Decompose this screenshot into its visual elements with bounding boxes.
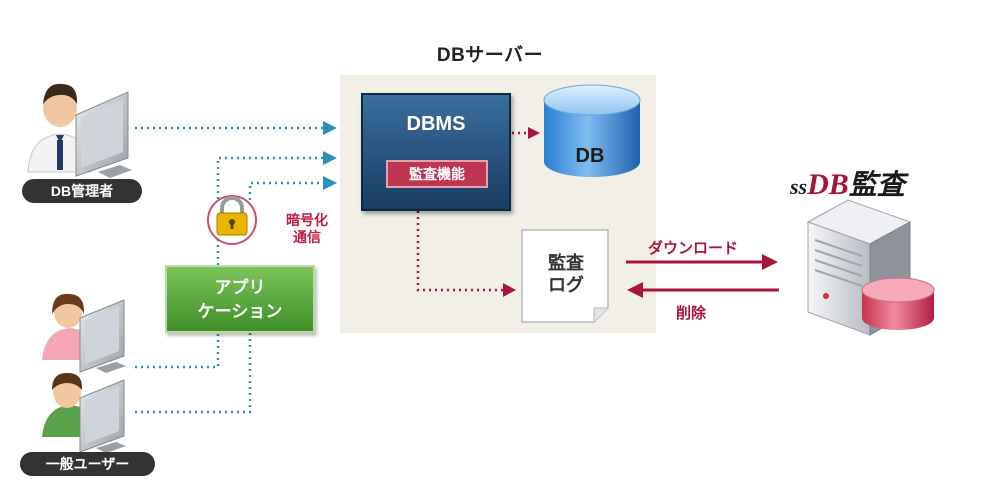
download-label: ダウンロード <box>648 240 739 257</box>
brand-ss: ss <box>790 174 808 199</box>
dbms-to-log-line <box>416 211 505 292</box>
user-male-monitor-icon <box>79 379 126 453</box>
audit-log-line1: 監査 <box>548 253 584 273</box>
audit-function-badge: 監査機能 <box>386 160 488 188</box>
audit-log-document-icon <box>521 229 609 323</box>
delete-arrowhead <box>627 282 643 298</box>
brand-db: DB <box>807 168 849 201</box>
download-arrowhead <box>762 254 778 270</box>
user-connection-lines <box>135 333 252 414</box>
encrypted-communication-label: 暗号化 通信 <box>282 212 332 246</box>
db-admin-label: DB管理者 <box>22 179 142 203</box>
dbms-label: DBMS <box>406 113 466 135</box>
encrypted-line2: 通信 <box>293 229 321 245</box>
arrowhead-admin <box>323 121 337 135</box>
arrowhead-dbms-log <box>503 283 516 297</box>
database-label: DB <box>575 145 605 167</box>
encrypted-line1: 暗号化 <box>286 212 328 228</box>
application-line2: ケーション <box>197 302 283 321</box>
brand-kansa: 監査 <box>848 170 905 201</box>
general-user-label: 一般ユーザー <box>20 452 155 476</box>
db-server-title: DBサーバー <box>436 45 544 66</box>
audit-log-label: 監査 ログ <box>532 252 600 296</box>
audit-log-line2: ログ <box>548 275 584 295</box>
application-box: アプリ ケーション <box>165 265 315 333</box>
database-cylinder-icon <box>543 84 641 177</box>
arrowhead-app-2 <box>323 176 337 190</box>
user-female-monitor-icon <box>79 299 126 373</box>
admin-monitor-icon <box>75 91 132 178</box>
lock-icon <box>207 195 257 245</box>
dbms-box: DBMS 監査機能 <box>361 93 511 211</box>
delete-label: 削除 <box>676 305 707 322</box>
application-line1: アプリ <box>214 278 266 297</box>
red-database-cylinder-icon <box>861 277 935 330</box>
arrowhead-app-1 <box>323 151 337 165</box>
app-connection-lines <box>216 156 325 265</box>
arrowhead-dbms-db <box>528 127 540 139</box>
ssdb-kansa-logo: ssDB監査 <box>790 163 950 203</box>
